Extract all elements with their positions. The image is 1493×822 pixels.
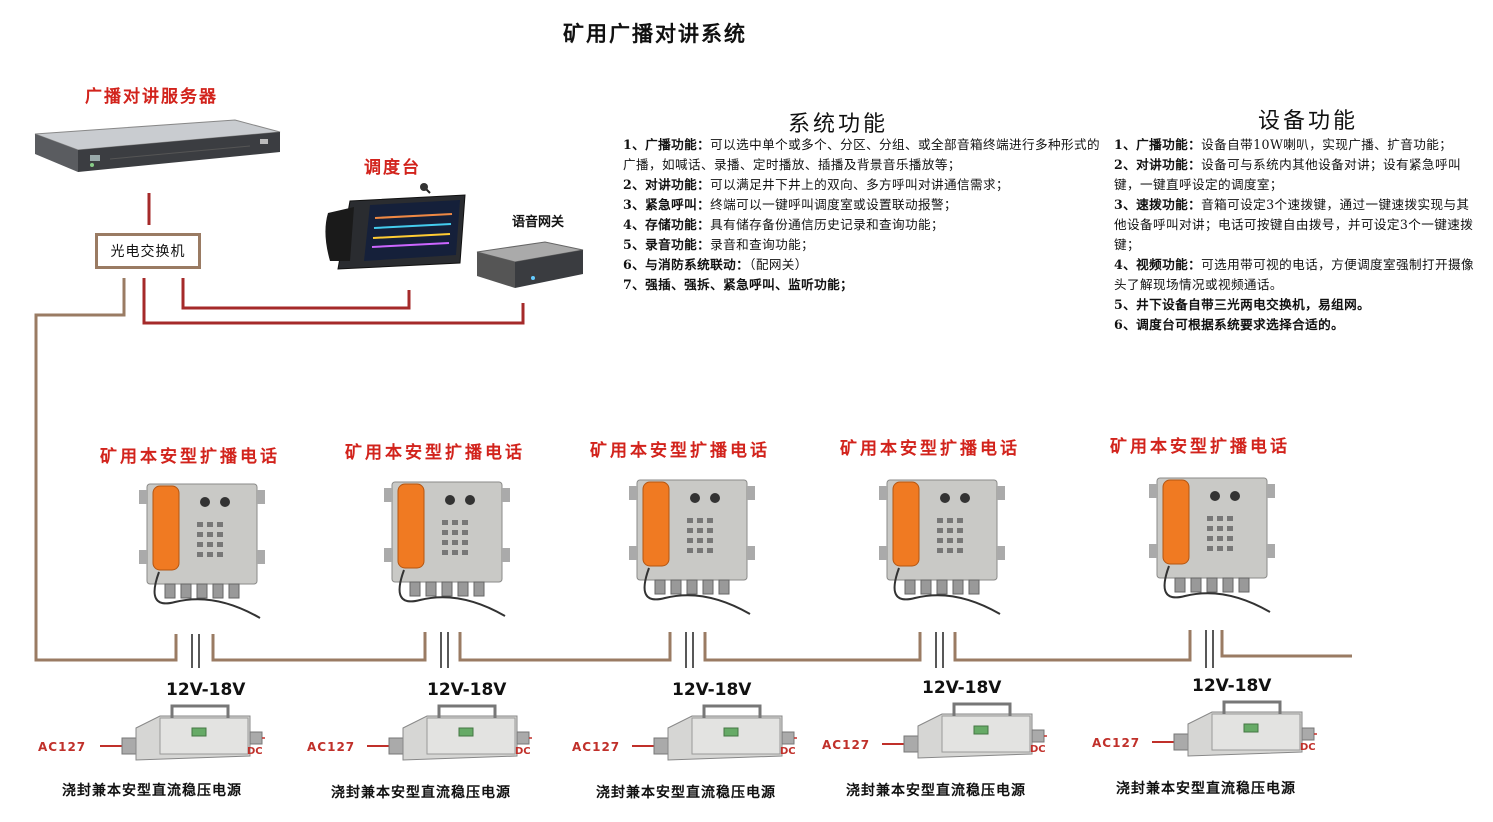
dc-output-label: DC [247,746,263,757]
ac-input-label: AC127 [38,740,87,754]
psu-label: 浇封兼本安型直流稳压电源 [846,783,1026,799]
power-supply-icon [1116,694,1322,768]
explosion-proof-phone-icon [1145,474,1275,633]
power-supply-icon [846,696,1052,770]
list-item: 1、广播功能：可以选中单个或多个、分区、分组、或全部音箱终端进行多种形式的广播，… [623,137,1100,172]
phone-unit-4: 矿用本安型扩播电话 12V-18V AC127 DC 浇封兼本安型直流稳压电源 [822,434,1090,804]
phone-unit-5: 矿用本安型扩播电话 12V-18V AC127 DC 浇封兼本安型直流稳压电源 [1092,432,1360,802]
list-item: 3、速拨功能：音箱可设定3个速拨键，通过一键速拨实现与其他设备呼叫对讲；电话可按… [1114,197,1474,252]
server-icon [30,112,285,196]
phone-label: 矿用本安型扩播电话 [590,441,770,461]
ac-input-label: AC127 [307,740,356,754]
gateway-icon [475,240,585,300]
ac-input-label: AC127 [1092,736,1141,750]
voltage-label: 12V-18V [166,680,246,700]
explosion-proof-phone-icon [380,478,510,637]
psu-label: 浇封兼本安型直流稳压电源 [1116,781,1296,797]
psu-label: 浇封兼本安型直流稳压电源 [62,783,242,799]
list-item: 1、广播功能：设备自带10W喇叭，实现广播、扩音功能； [1114,137,1453,152]
power-supply-icon [64,698,270,772]
list-item: 5、井下设备自带三光两电交换机，易组网。 [1114,297,1371,312]
phone-label: 矿用本安型扩播电话 [100,447,280,467]
psu-label: 浇封兼本安型直流稳压电源 [331,785,511,801]
list-item: 2、对讲功能：设备可与系统内其他设备对讲；设有紧急呼叫键，一键直呼设定的调度室； [1114,157,1462,192]
explosion-proof-phone-icon [875,476,1005,635]
power-supply-icon [596,698,802,772]
list-item: 2、对讲功能：可以满足井下井上的双向、多方呼叫对讲通信需求； [623,177,1009,192]
list-item: 6、调度台可根据系统要求选择合适的。 [1114,317,1345,332]
phone-unit-3: 矿用本安型扩播电话 12V-18V AC127 DC 浇封兼本安型直流稳压电源 [572,436,840,806]
console-label: 调度台 [364,158,421,178]
ac-input-label: AC127 [822,738,871,752]
voltage-label: 12V-18V [672,680,752,700]
list-item: 4、存储功能：具有储存备份通信历史记录和查询功能； [623,217,945,232]
ac-input-label: AC127 [572,740,621,754]
voltage-label: 12V-18V [1192,676,1272,696]
device-functions-heading: 设备功能 [1258,109,1359,134]
phone-unit-2: 矿用本安型扩播电话 12V-18V AC127 DC 浇封兼本安型直流稳压电源 [307,438,595,808]
device-functions-list: 1、广播功能：设备自带10W喇叭，实现广播、扩音功能； 2、对讲功能：设备可与系… [1114,135,1476,335]
phone-label: 矿用本安型扩播电话 [345,443,525,463]
dc-output-label: DC [780,746,796,757]
list-item: 3、紧急呼叫：终端可以一键呼叫调度室或设置联动报警； [623,197,958,212]
system-functions-heading: 系统功能 [788,112,889,137]
list-item: 5、录音功能：录音和查询功能； [623,237,815,252]
dc-output-label: DC [515,746,531,757]
list-item: 6、与消防系统联动：（配网关） [623,257,808,272]
explosion-proof-phone-icon [625,476,755,635]
psu-label: 浇封兼本安型直流稳压电源 [596,785,776,801]
phone-label: 矿用本安型扩播电话 [840,439,1020,459]
server-label: 广播对讲服务器 [85,87,218,107]
page-title: 矿用广播对讲系统 [563,21,747,46]
list-item: 7、强插、强拆、紧急呼叫、监听功能； [623,277,854,292]
voltage-label: 12V-18V [427,680,507,700]
system-functions-list: 1、广播功能：可以选中单个或多个、分区、分组、或全部音箱终端进行多种形式的广播，… [623,135,1108,295]
list-item: 4、视频功能：可选用带可视的电话，方便调度室强制打开摄像头了解现场情况或视频通话… [1114,257,1475,292]
dispatch-console-icon [320,183,470,275]
dc-output-label: DC [1300,742,1316,753]
explosion-proof-phone-icon [135,480,265,639]
dc-output-label: DC [1030,744,1046,755]
gateway-label: 语音网关 [512,215,565,230]
phone-unit-1: 矿用本安型扩播电话 12V-18V AC127 DC 浇封兼本安型直流稳压电源 [38,440,350,810]
voltage-label: 12V-18V [922,678,1002,698]
optical-switch: 光电交换机 [95,233,201,269]
power-supply-icon [331,698,537,772]
phone-label: 矿用本安型扩播电话 [1110,437,1290,457]
